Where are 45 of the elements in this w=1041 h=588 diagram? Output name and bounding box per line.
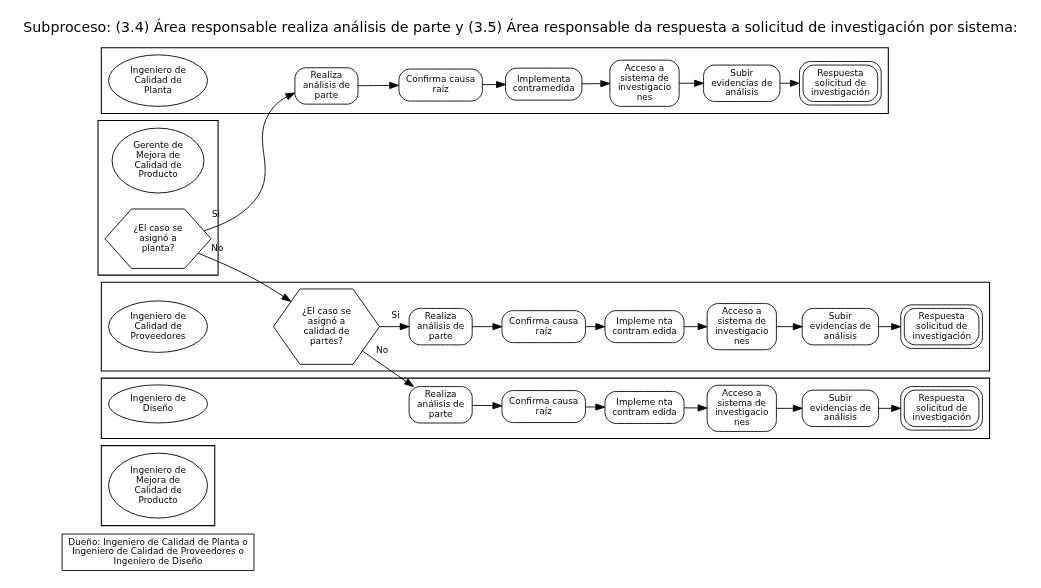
cluster [100, 281, 991, 372]
arrow [471, 402, 503, 410]
arrow [197, 252, 292, 302]
arrow [678, 79, 704, 87]
arrow [683, 404, 708, 412]
arrow [585, 323, 606, 331]
arrow [776, 323, 803, 331]
node-box: Acceso a sistema de investigacio nes [609, 59, 680, 107]
edge-label: Si [391, 309, 400, 320]
arrow [776, 404, 803, 412]
node-ellipse: Ingeniero de Diseño [108, 384, 208, 424]
arrow [779, 79, 800, 87]
node-box: Impleme nta contram edida [604, 310, 685, 344]
diagram-title: Subproceso: (3.4) Área responsable realiza análisis de parte y (3.5) Área responsable da respuesta a solicitud de investigación por sistema: [23, 19, 1018, 36]
node-ellipse: Gerente de Mejora de Calidad de Producto [111, 127, 205, 194]
cluster [100, 445, 216, 527]
cluster [100, 47, 889, 114]
arrow [683, 323, 708, 331]
arrow [585, 403, 606, 411]
arrow [878, 404, 901, 412]
arrow [878, 323, 901, 331]
node-box: Acceso a sistema de investigacio nes [706, 303, 777, 351]
arrow [379, 323, 410, 331]
node-box: Realiza análisis de parte [408, 308, 473, 346]
arrow [357, 81, 399, 89]
node-ellipse: Ingeniero de Calidad de Planta [108, 54, 208, 107]
arrow [482, 81, 506, 89]
node-box: Subir evidencias de análisis [703, 64, 781, 102]
arrow [362, 350, 414, 388]
node-box: Realiza análisis de parte [294, 67, 359, 105]
node-box: Realiza análisis de parte [408, 386, 473, 424]
node-box: Implementa contramedida [505, 67, 583, 101]
arrow [203, 92, 296, 232]
node-ellipse: Ingeniero de Mejora de Calidad de Producto [108, 452, 208, 519]
arrow [581, 80, 611, 88]
node-box: Confirma causa raíz [501, 390, 586, 423]
arrow [471, 323, 503, 331]
node-box: Impleme nta contram edida [604, 391, 685, 424]
node-box: Confirma causa raíz [398, 68, 483, 102]
node-box: Dueño: Ingeniero de Calidad de Planta o Ingeniero de Calidad de Proveedores o Ingeniero de Diseño [61, 533, 255, 571]
node-box: Confirma causa raíz [501, 310, 586, 344]
node-box: Acceso a sistema de investigacio nes [706, 384, 777, 432]
node-ellipse: Ingeniero de Calidad de Proveedores [108, 300, 208, 353]
node-box: Subir evidencias de análisis [801, 389, 879, 427]
node-box: Subir evidencias de análisis [801, 308, 879, 346]
